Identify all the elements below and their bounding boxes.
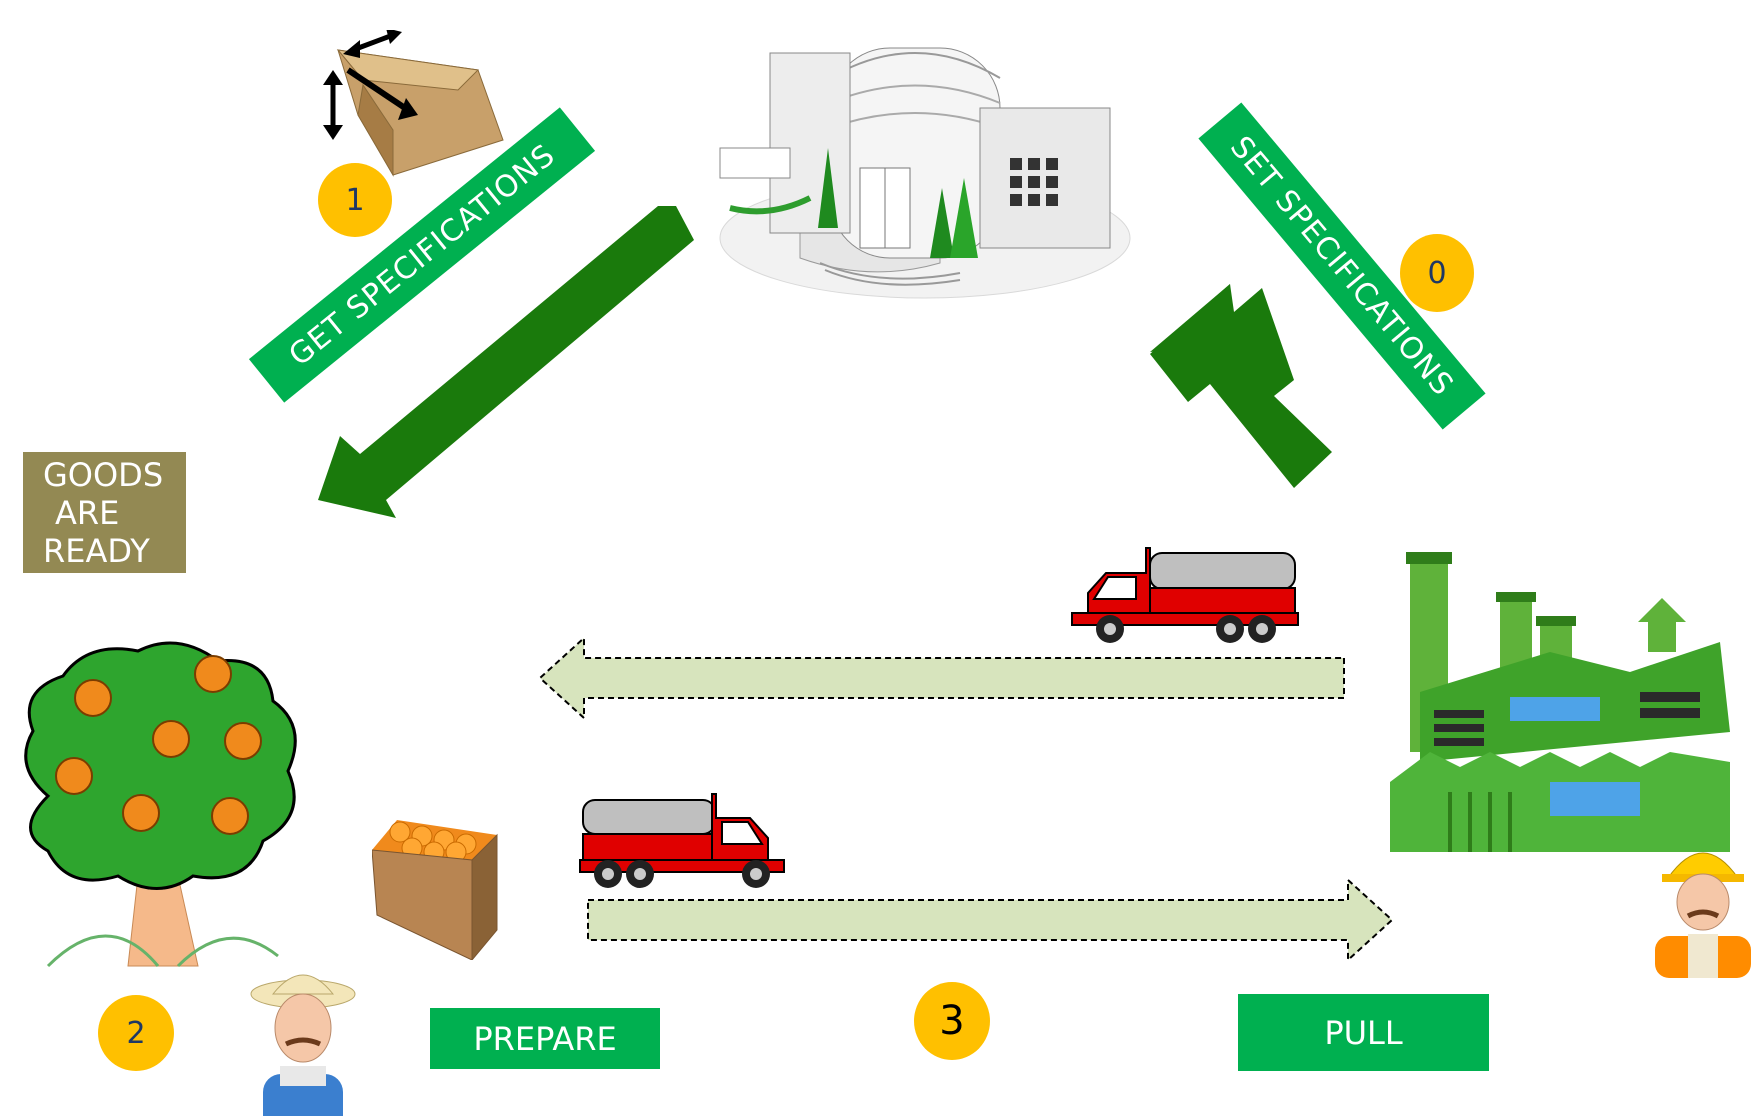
step-1-number: 1 [345,182,365,218]
pull-label: PULL [1238,994,1489,1071]
goods-line-1: GOODS [43,456,164,494]
prepare-label: PREPARE [430,1008,660,1069]
prepare-text: PREPARE [473,1019,617,1058]
step-0-number: 0 [1427,255,1447,291]
step-2-number: 2 [126,1015,146,1051]
set-specifications-arrow-icon [1150,284,1332,488]
truck-bottom-icon [579,793,785,888]
pull-text: PULL [1324,1013,1403,1052]
flow-arrow-left-icon [538,636,1345,721]
step-3-number: 3 [939,998,965,1044]
orange-crate-icon [372,820,498,960]
step-badge-2: 2 [98,995,174,1071]
step-badge-0: 0 [1400,234,1474,312]
flow-arrow-right-icon [587,878,1394,962]
factory-worker-icon [1655,852,1751,978]
truck-top-icon [1071,547,1299,643]
get-specifications-arrow-icon [318,206,694,518]
goods-line-2: ARE [55,494,120,532]
headquarters-building-icon [719,47,1131,299]
goods-line-3: READY [43,532,150,570]
packaging-box-icon [323,30,504,177]
step-badge-1: 1 [318,163,392,237]
factory-icon [1390,552,1730,852]
goods-are-ready-label: GOODS ARE READY [23,452,186,573]
step-badge-3: 3 [914,982,990,1060]
farmer-person-icon [250,974,356,1116]
orange-tree-icon [24,641,297,968]
